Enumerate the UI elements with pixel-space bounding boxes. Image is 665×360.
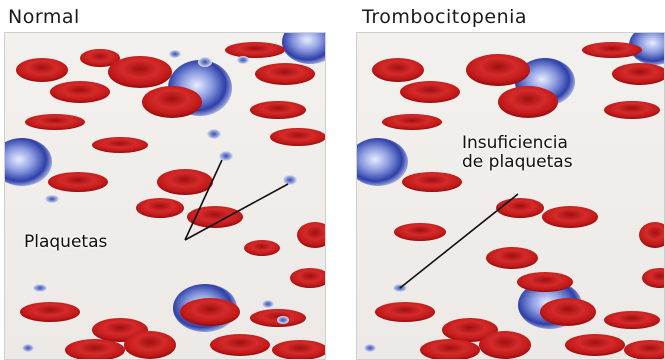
platelet [198, 57, 212, 67]
red-blood-cell [517, 272, 573, 292]
red-blood-cell [20, 302, 80, 322]
red-blood-cell [180, 298, 240, 326]
red-blood-cell [25, 114, 85, 130]
red-blood-cell [65, 339, 125, 360]
red-blood-cell [542, 206, 598, 228]
platelet [33, 284, 47, 292]
platelet [237, 56, 249, 64]
platelet [45, 195, 59, 203]
red-blood-cell [639, 222, 665, 248]
panel-trombocitopenia-cells [348, 25, 665, 360]
platelet [283, 175, 297, 185]
red-blood-cell [48, 172, 108, 192]
red-blood-cell [210, 334, 270, 356]
platelet [207, 129, 221, 139]
red-blood-cell [604, 101, 660, 119]
red-blood-cell [124, 331, 176, 359]
red-blood-cell [375, 302, 435, 322]
red-blood-cell [225, 42, 285, 58]
red-blood-cell [272, 340, 328, 360]
red-blood-cell [642, 268, 665, 288]
red-blood-cell [50, 81, 110, 103]
red-blood-cell [394, 223, 446, 241]
red-blood-cell [604, 311, 660, 329]
red-blood-cell [142, 86, 202, 118]
platelet [22, 344, 34, 352]
label-insuficiencia: Insuficiencia de plaquetas [462, 134, 573, 172]
red-blood-cell [402, 172, 462, 192]
label-plaquetas: Plaquetas [24, 233, 107, 252]
red-blood-cell [16, 58, 68, 82]
label-insuficiencia-line2: de plaquetas [462, 153, 573, 172]
white-blood-cell [282, 20, 338, 64]
red-blood-cell [498, 86, 558, 118]
red-blood-cell [540, 298, 596, 326]
red-blood-cell [372, 58, 424, 82]
label-insuficiencia-line1: Insuficiencia [462, 134, 573, 153]
red-blood-cell [582, 42, 642, 58]
red-blood-cell [486, 247, 538, 269]
panel-normal-cells [0, 20, 338, 360]
red-blood-cell [612, 63, 665, 85]
red-blood-cell [250, 101, 306, 119]
white-blood-cell [348, 138, 408, 186]
red-blood-cell [420, 339, 480, 360]
red-blood-cell [270, 128, 326, 146]
pointer-line [400, 194, 518, 288]
red-blood-cell [92, 137, 148, 153]
platelet [364, 344, 376, 352]
red-blood-cell [290, 268, 330, 288]
red-blood-cell [255, 63, 315, 85]
red-blood-cell [400, 81, 460, 103]
red-blood-cell [244, 240, 280, 256]
red-blood-cell [496, 198, 544, 218]
red-blood-cell [479, 331, 531, 359]
red-blood-cell [157, 169, 213, 195]
red-blood-cell [624, 340, 665, 360]
red-blood-cell [565, 334, 625, 356]
platelet [277, 316, 289, 324]
platelet [262, 300, 274, 308]
red-blood-cell [297, 222, 333, 248]
white-blood-cell [0, 138, 52, 186]
red-blood-cell [136, 198, 184, 218]
red-blood-cell [382, 114, 442, 130]
red-blood-cell [108, 56, 172, 88]
red-blood-cell [466, 54, 530, 86]
platelet [169, 50, 181, 58]
platelet [219, 151, 233, 161]
